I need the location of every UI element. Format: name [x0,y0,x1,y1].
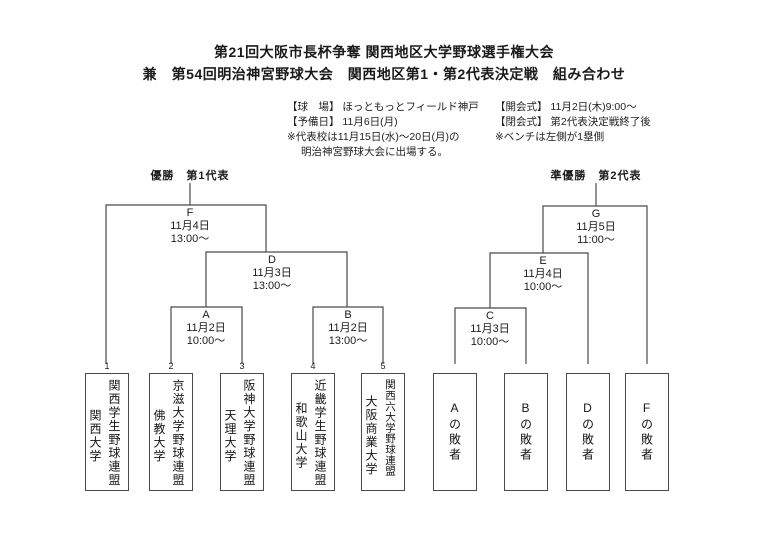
game-date: 11月2日 [186,322,226,334]
team-box-2: 京滋大学野球連盟 佛教大学 [149,373,193,491]
game-letter: C [486,310,494,322]
info-reserve-day: 【予備日】 11月6日(月) [287,116,398,128]
game-date: 11月3日 [252,267,292,279]
team-league: 関西学生野球連盟 [107,379,121,487]
runnerup-label: 準優勝 第2代表 [550,170,642,182]
team-box-4: 近畿学生野球連盟 和歌山大学 [291,373,335,491]
bracket-line-game-E [489,252,589,364]
page-subtitle: 兼 第54回明治神宮野球大会 関西地区第1・第2代表決定戦 組み合わせ [142,66,626,82]
info-closing-ceremony: 【閉会式】 第2代表決定戦終了後 [495,116,651,128]
game-time: 13:00～ [170,233,210,245]
loser-box-A: Aの敗者 [433,373,477,491]
info-note-line2: 明治神宮野球大会に出場する。 [301,146,448,158]
team-seed-4: 4 [310,361,316,371]
game-date: 11月4日 [170,220,210,232]
game-letter: D [268,254,276,266]
team-university: 大阪商業大学 [364,395,378,476]
game-time: 10:00～ [186,335,226,347]
game-letter: A [202,309,210,321]
game-date: 11月2日 [328,322,368,334]
loser-label: Bの敗者 [518,401,533,463]
bracket-line-game-F [105,204,267,364]
team-league: 京滋大学野球連盟 [171,379,185,487]
loser-box-F: Fの敗者 [625,373,669,491]
game-time: 10:00～ [523,281,563,293]
game-letter: G [591,208,601,220]
champion-label: 優勝 第1代表 [150,170,230,182]
team-league: 阪神大学野球連盟 [242,379,256,487]
team-university: 佛教大学 [152,409,166,463]
game-time: 13:00～ [328,335,368,347]
team-university: 天理大学 [223,409,237,463]
loser-label: Fの敗者 [639,401,654,463]
game-A-label: A 11月2日 10:00～ [164,309,248,348]
loser-box-B: Bの敗者 [504,373,548,491]
game-letter: F [186,207,194,219]
game-date: 11月4日 [523,268,563,280]
info-block-left: 【球 場】 ほっともっとフィールド神戸 【予備日】 11月6日(月) ※代表校は… [287,100,497,160]
game-B-label: B 11月2日 13:00～ [306,309,390,348]
game-date: 11月5日 [576,221,616,233]
game-C-label: C 11月3日 10:00～ [448,310,532,349]
team-seed-5: 5 [380,361,386,371]
team-box-3: 阪神大学野球連盟 天理大学 [220,373,264,491]
team-seed-1: 1 [104,361,110,371]
loser-label: Aの敗者 [447,401,462,463]
loser-label: Dの敗者 [580,401,595,463]
team-league: 近畿学生野球連盟 [313,379,327,487]
bracket-line-game-D [205,251,348,307]
bracket-line-game-C [454,307,527,364]
info-opening-ceremony: 【開会式】 11月2日(木)9:00～ [495,101,637,113]
team-box-1: 関西学生野球連盟 関西大学 [85,373,129,491]
team-seed-3: 3 [239,361,245,371]
game-time: 10:00～ [470,336,510,348]
info-block-right: 【開会式】 11月2日(木)9:00～ 【閉会式】 第2代表決定戦終了後 ※ベン… [495,100,725,145]
game-letter: E [539,255,547,267]
loser-box-D: Dの敗者 [566,373,610,491]
game-G-label: G 11月5日 11:00～ [554,208,638,247]
info-venue: 【球 場】 ほっともっとフィールド神戸 [287,101,479,113]
game-F-label: F 11月4日 13:00～ [148,207,232,246]
team-box-5: 関西六大学野球連盟 大阪商業大学 [361,373,405,491]
game-E-label: E 11月4日 10:00～ [501,255,585,294]
bracket-line-game-B [312,306,384,364]
info-note-line1: ※代表校は11月15日(水)～20日(月)の [287,131,460,143]
game-D-label: D 11月3日 13:00～ [230,254,314,293]
page-title: 第21回大阪市長杯争奪 関西地区大学野球選手権大会 [214,44,554,60]
team-university: 関西大学 [88,409,102,463]
game-time: 11:00～ [577,234,615,246]
team-seed-2: 2 [168,361,174,371]
team-university: 和歌山大学 [294,402,308,470]
info-bench-note: ※ベンチは左側が1塁側 [495,131,605,143]
game-time: 13:00～ [252,280,292,292]
team-league: 関西六大学野球連盟 [384,379,396,477]
bracket-line-game-G [542,205,648,364]
game-date: 11月3日 [470,323,510,335]
game-letter: B [344,309,352,321]
bracket-line-game-A [170,306,243,364]
